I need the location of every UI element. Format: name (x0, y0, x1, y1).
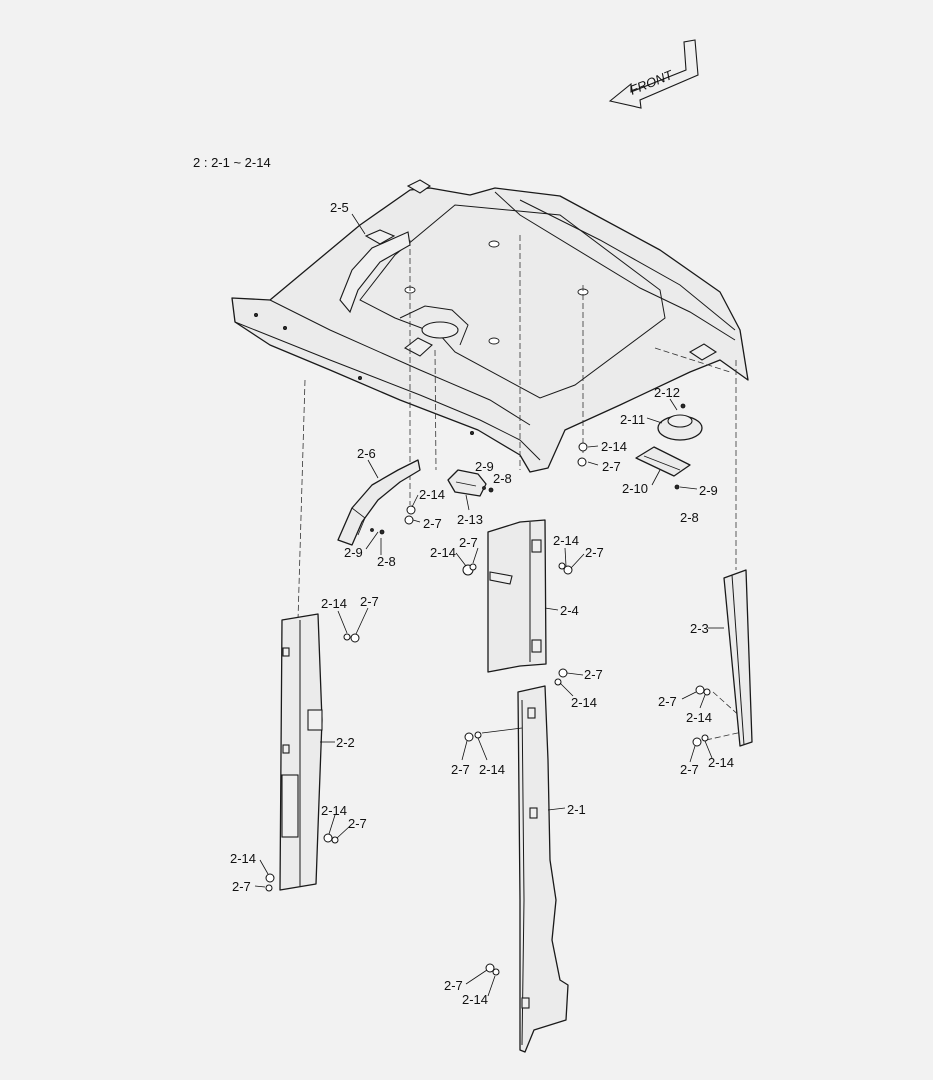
callout-2-9: 2-9 (699, 483, 718, 498)
callout-labels: 2-5 2-12 2-11 2-14 2-7 2-10 2-9 2-8 2-6 … (230, 200, 734, 1007)
pillar-trim-2-4 (487, 519, 547, 673)
callout-2-7: 2-7 (602, 459, 621, 474)
callout-2-10: 2-10 (622, 481, 648, 496)
callout-2-7: 2-14 (430, 545, 456, 560)
callout-2-14: 2-14 (419, 487, 445, 502)
speaker-2-11-2-10 (635, 414, 703, 477)
callout-2-7: 2-7 (584, 667, 603, 682)
callout-2-8: 2-8 (377, 554, 396, 569)
callout-2-14: 2-14 (686, 710, 712, 725)
callout-2-14: 2-14 (321, 803, 347, 818)
headliner-panel (231, 179, 749, 473)
callout-2-14: 2-14 (462, 992, 488, 1007)
group-note: 2 : 2-1 ~ 2-14 (193, 155, 271, 170)
callout-2-5: 2-5 (330, 200, 349, 215)
pillar-trim-2-3 (723, 569, 753, 747)
leader-lines (254, 213, 724, 997)
callout-2-6: 2-6 (357, 446, 376, 461)
callout-2-8: 2-8 (680, 510, 699, 525)
callout-2-7: 2-7 (585, 545, 604, 560)
callout-2-14: 2-14 (601, 439, 627, 454)
callout-2-14: 2-14 (571, 695, 597, 710)
callout-2-14: 2-7 (459, 535, 478, 550)
pillar-trim-2-2 (279, 613, 323, 891)
callout-2-3: 2-3 (690, 621, 709, 636)
callout-2-7: 2-7 (658, 694, 677, 709)
callout-2-9: 2-9 (344, 545, 363, 560)
callout-2-7: 2-7 (423, 516, 442, 531)
front-direction-arrow: FRONT (608, 39, 699, 109)
callout-2-11: 2-11 (620, 412, 645, 427)
handle-2-13 (447, 469, 487, 497)
callout-2-9: 2-9 (475, 459, 494, 474)
callout-2-1: 2-1 (567, 802, 586, 817)
callout-2-14: 2-14 (708, 755, 734, 770)
callout-2-7: 2-7 (451, 762, 470, 777)
callout-2-7: 2-7 (348, 816, 367, 831)
callout-2-7: 2-7 (444, 978, 463, 993)
callout-2-4: 2-4 (560, 603, 579, 618)
callout-2-8: 2-8 (493, 471, 512, 486)
fasteners (265, 403, 711, 976)
callout-2-2: 2-2 (336, 735, 355, 750)
callout-2-7: 2-7 (360, 594, 379, 609)
callout-2-14: 2-14 (553, 533, 579, 548)
callout-2-13: 2-13 (457, 512, 483, 527)
callout-2-12: 2-12 (654, 385, 680, 400)
callout-2-7: 2-7 (232, 879, 251, 894)
callout-2-14: 2-14 (479, 762, 505, 777)
callout-2-14: 2-14 (321, 596, 347, 611)
trim-2-6 (337, 459, 421, 546)
callout-2-7: 2-7 (680, 762, 699, 777)
callout-2-14: 2-14 (230, 851, 256, 866)
pillar-trim-2-1 (517, 685, 569, 1053)
